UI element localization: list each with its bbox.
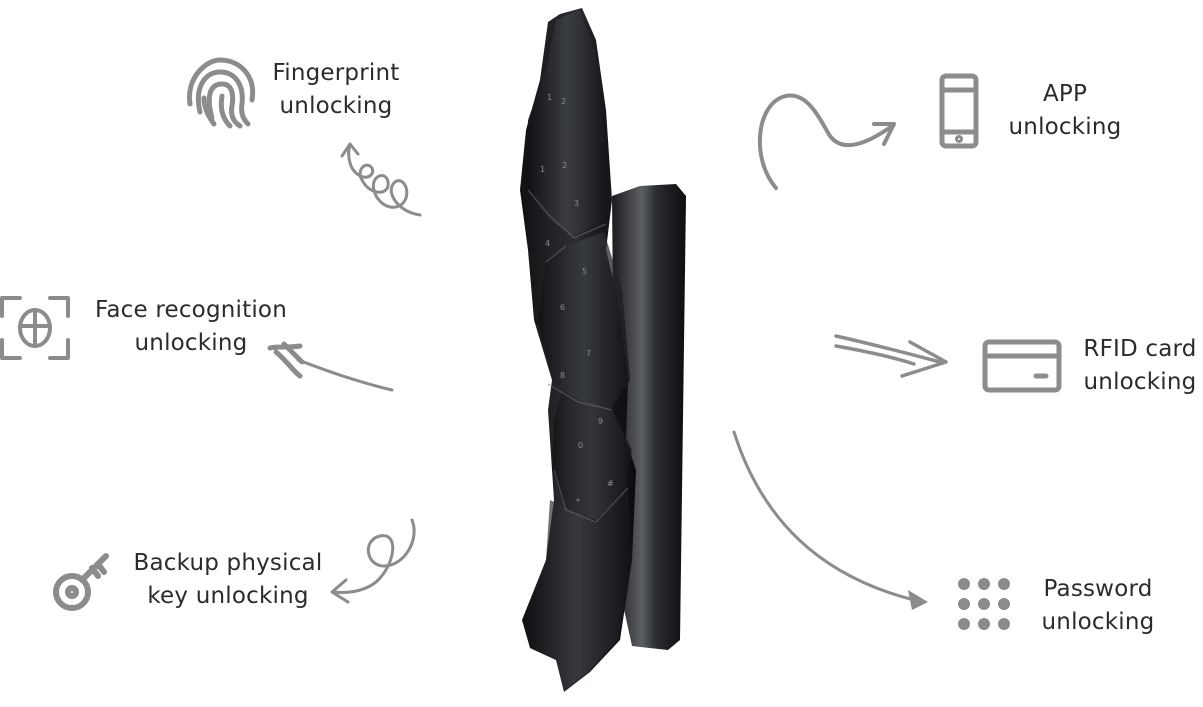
svg-text:6: 6 xyxy=(560,303,565,312)
label-backup-key: Backup physical key unlocking xyxy=(133,550,323,609)
label-password: Password unlocking xyxy=(1041,576,1155,635)
svg-text:2: 2 xyxy=(561,97,566,106)
svg-text:#: # xyxy=(607,479,614,488)
label-app: APP unlocking xyxy=(1008,81,1122,140)
lock-panel-top xyxy=(526,10,608,236)
label-rfid: RFID card unlocking xyxy=(1083,336,1197,395)
svg-text:5: 5 xyxy=(582,267,587,276)
fingerprint-icon xyxy=(187,57,256,129)
keypad-icon xyxy=(958,578,1010,630)
svg-text:3: 3 xyxy=(574,199,579,208)
face-scan-icon xyxy=(0,296,70,360)
arrow-app xyxy=(757,93,894,190)
label-fingerprint: Fingerprint unlocking xyxy=(272,60,400,119)
arrow-key xyxy=(332,518,416,594)
svg-text:4: 4 xyxy=(545,239,550,248)
svg-text:1: 1 xyxy=(540,165,545,174)
arrow-face xyxy=(296,358,394,392)
key-icon xyxy=(53,553,109,611)
svg-text:9: 9 xyxy=(598,417,603,426)
svg-text:2: 2 xyxy=(562,161,567,170)
lock-panel-low xyxy=(552,392,632,520)
svg-text:0: 0 xyxy=(578,441,583,450)
arrow-password xyxy=(732,430,916,602)
svg-text:1: 1 xyxy=(547,93,552,102)
svg-text:8: 8 xyxy=(560,371,565,380)
label-face-recognition: Face recognition unlocking xyxy=(95,297,287,356)
lock-panel-bottom xyxy=(526,486,632,690)
svg-text:*: * xyxy=(576,497,580,506)
card-icon xyxy=(982,339,1062,393)
lock-panel-mid xyxy=(538,232,630,410)
svg-text:7: 7 xyxy=(586,349,591,358)
smartphone-icon xyxy=(939,73,979,149)
arrow-rfid xyxy=(834,334,942,364)
arrow-fingerprint xyxy=(347,144,422,217)
